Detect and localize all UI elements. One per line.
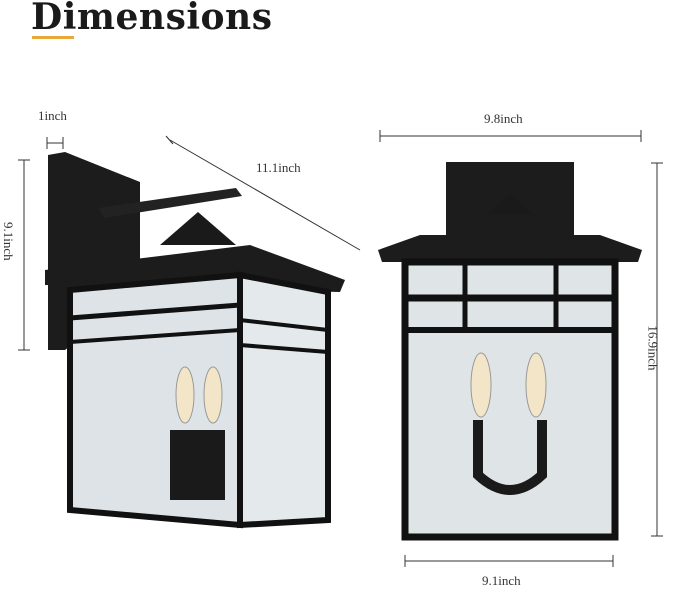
extension-label: 11.1inch xyxy=(256,160,301,175)
front-view-lamp xyxy=(378,162,642,541)
top-width-label: 9.8inch xyxy=(484,111,523,126)
title-underline xyxy=(32,36,74,39)
front-height-label: 16.9inch xyxy=(645,325,661,371)
depth-label: 1inch xyxy=(38,108,67,123)
side-height-label: 9.1inch xyxy=(1,222,16,261)
page-title: Dimensions xyxy=(31,0,273,38)
dimension-lines xyxy=(18,130,663,567)
side-view-lamp xyxy=(45,152,345,529)
bottom-width-label: 9.1inch xyxy=(482,573,521,588)
